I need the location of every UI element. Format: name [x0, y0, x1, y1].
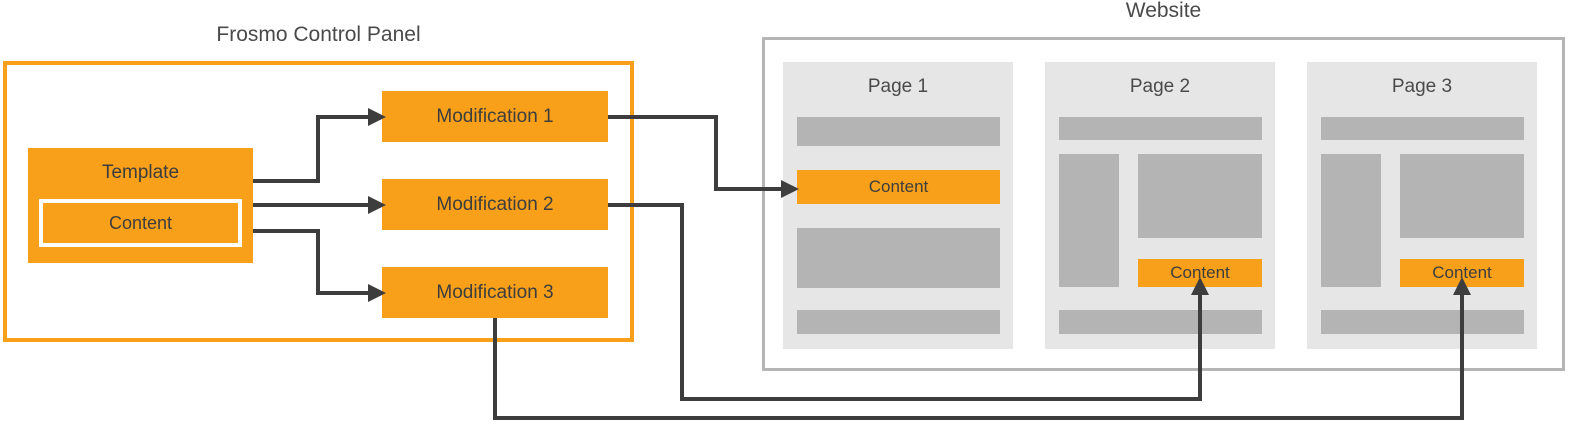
page-3-block-bottom — [1321, 310, 1524, 334]
page-3-block-top — [1321, 117, 1524, 140]
page-1-content-strip[interactable]: Content — [797, 170, 1000, 204]
page-3-block-main — [1400, 154, 1524, 238]
page-card-1[interactable]: Page 1 Content — [783, 62, 1013, 349]
page-1-title: Page 1 — [867, 76, 929, 97]
control-panel-frame — [3, 61, 634, 342]
modification-3-box[interactable]: Modification 3 — [382, 267, 608, 318]
page-card-2[interactable]: Page 2 Content — [1045, 62, 1275, 349]
page-2-block-main — [1138, 154, 1262, 238]
template-content-placeholder[interactable]: Content — [39, 199, 242, 247]
page-2-block-sidebar — [1059, 154, 1119, 287]
template-label: Template — [101, 162, 180, 183]
control-panel-caption: Frosmo Control Panel — [216, 23, 421, 46]
website-caption: Website — [1125, 0, 1202, 22]
page-2-block-top — [1059, 117, 1262, 140]
page-card-3[interactable]: Page 3 Content — [1307, 62, 1537, 349]
page-2-title: Page 2 — [1129, 76, 1191, 97]
page-1-block-bottom — [797, 310, 1000, 334]
page-1-block-middle — [797, 228, 1000, 288]
template-box[interactable]: Template Content — [28, 148, 253, 263]
page-3-block-sidebar — [1321, 154, 1381, 287]
modification-2-box[interactable]: Modification 2 — [382, 179, 608, 230]
modification-1-box[interactable]: Modification 1 — [382, 91, 608, 142]
page-2-block-bottom — [1059, 310, 1262, 334]
page-2-content-strip[interactable]: Content — [1138, 259, 1262, 287]
page-3-content-strip[interactable]: Content — [1400, 259, 1524, 287]
page-3-title: Page 3 — [1391, 76, 1453, 97]
page-1-block-top — [797, 117, 1000, 146]
